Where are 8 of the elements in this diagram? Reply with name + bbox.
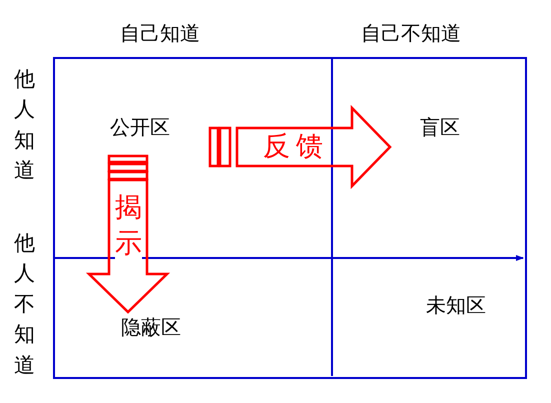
column-header: 自己不知道 [361, 20, 461, 46]
row-header: 他人知道 [14, 66, 35, 184]
quadrant-label: 盲区 [416, 114, 464, 140]
row-header: 他人不知道 [14, 230, 35, 379]
quadrant-label: 隐蔽区 [115, 314, 187, 340]
column-header: 自己知道 [120, 20, 200, 46]
quadrant-label: 公开区 [106, 114, 174, 140]
quadrant-label: 未知区 [420, 292, 492, 318]
